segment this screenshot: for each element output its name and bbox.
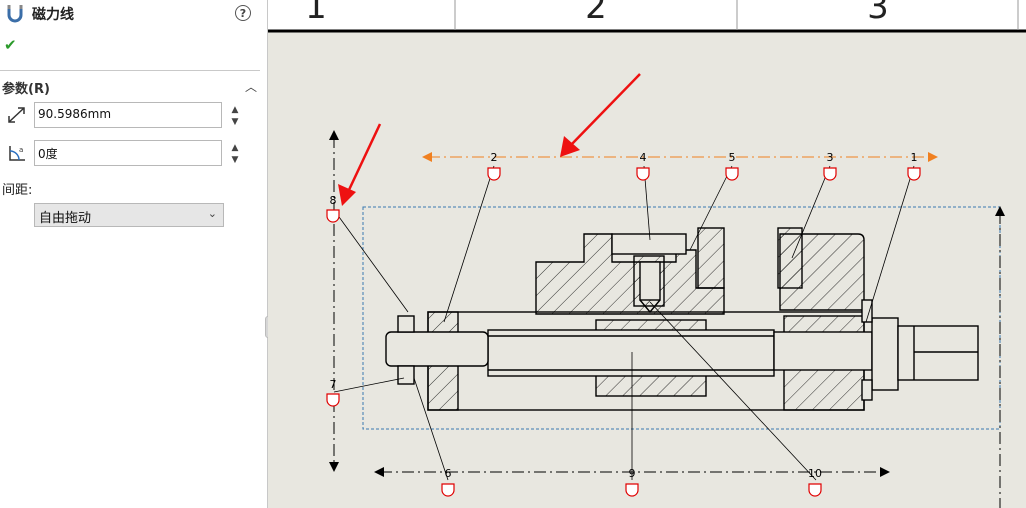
distance-icon	[8, 107, 25, 123]
magnetic-line-right	[995, 206, 1005, 508]
distance-spin-up[interactable]: ▲	[231, 105, 239, 115]
drawing-canvas[interactable]: 1 2 3	[268, 0, 1026, 508]
balloon-number: 5	[729, 151, 736, 164]
balloon-number: 7	[330, 378, 337, 391]
angle-field[interactable]: 0度	[34, 140, 222, 166]
balloon-number: 10	[808, 467, 822, 480]
balloon-5[interactable]: 5	[725, 151, 739, 181]
question-circle-icon[interactable]: ?	[235, 5, 251, 21]
magnetic-line-left	[329, 130, 339, 472]
balloon-9[interactable]: 9	[625, 467, 639, 497]
balloon-6[interactable]: 6	[441, 467, 455, 497]
magnetic-line-bottom	[374, 467, 890, 477]
drawing-sheet: 1 2 3	[268, 0, 1026, 508]
spacing-dropdown[interactable]: 自由拖动 ⌄	[34, 203, 224, 227]
panel-title: 磁力线	[32, 7, 74, 23]
zone-label: 2	[585, 0, 607, 27]
angle-icon: a	[9, 146, 25, 161]
magnet-icon	[7, 5, 23, 23]
collapse-chevron-icon[interactable]: ︿	[245, 80, 258, 94]
balloon-8[interactable]: 8	[326, 194, 340, 223]
angle-spin-up[interactable]: ▲	[231, 143, 239, 153]
balloon-10[interactable]: 10	[808, 467, 822, 497]
chevron-down-icon: ⌄	[207, 207, 217, 220]
panel-divider	[0, 70, 260, 71]
zone-label: 3	[867, 0, 889, 27]
balloon-number: 2	[491, 151, 498, 164]
annotation-arrow-icon	[338, 123, 382, 206]
spacing-label: 间距:	[2, 183, 33, 198]
svg-text:a: a	[19, 146, 23, 154]
balloon-1[interactable]: 1	[907, 151, 921, 181]
zone-header	[268, 0, 1026, 30]
section-title-parameters: 参数(R)	[2, 82, 50, 97]
assembly-section-view	[385, 227, 979, 411]
balloon-number: 8	[330, 194, 337, 207]
balloon-7[interactable]: 7	[326, 378, 340, 407]
balloon-number: 4	[640, 151, 647, 164]
balloon-number: 6	[445, 467, 452, 480]
balloon-number: 3	[827, 151, 834, 164]
spacing-selected-value: 自由拖动	[39, 211, 92, 226]
balloon-4[interactable]: 4	[636, 151, 650, 181]
property-manager-panel: 磁力线 ? ✔ 参数(R) ︿ 90.5986mm ▲ ▼ a 0度 ▲ ▼ 间…	[0, 0, 268, 508]
magnetic-line-top	[422, 152, 938, 162]
annotation-arrow-icon	[560, 73, 641, 157]
balloon-2[interactable]: 2	[487, 151, 501, 181]
check-icon[interactable]: ✔	[4, 36, 17, 54]
angle-spin-down[interactable]: ▼	[231, 155, 239, 165]
zone-label: 1	[305, 0, 327, 27]
balloon-number: 9	[629, 467, 636, 480]
distance-field[interactable]: 90.5986mm	[34, 102, 222, 128]
balloon-leaders	[333, 165, 915, 481]
balloon-number: 1	[911, 151, 918, 164]
balloon-3[interactable]: 3	[823, 151, 837, 181]
distance-spin-down[interactable]: ▼	[231, 117, 239, 127]
